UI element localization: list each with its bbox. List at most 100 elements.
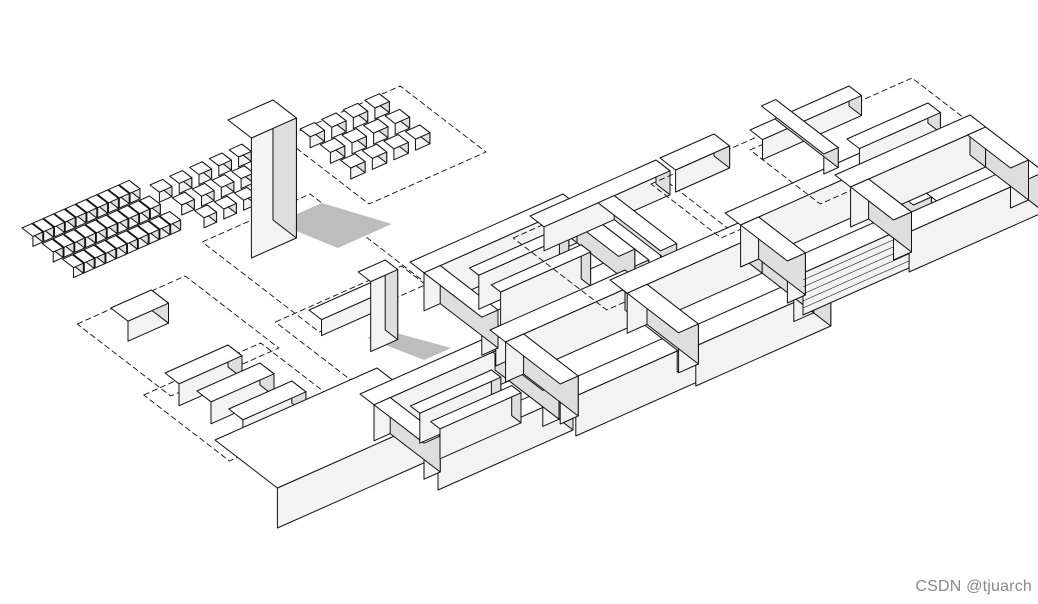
house-unit-roof (52, 233, 75, 248)
block-housing-grid-northeast (282, 85, 487, 205)
block-housing-grid-north (149, 143, 297, 229)
house-unit (384, 108, 411, 136)
house-unit (148, 215, 171, 240)
internal-bar (430, 385, 522, 460)
house-unit-roof (95, 214, 118, 229)
house-unit-roof (139, 195, 161, 210)
l-courtyard-west-wing-roof (505, 333, 579, 385)
house-unit (340, 153, 366, 180)
house-unit-roof (137, 220, 160, 235)
bar-horizontal (529, 159, 671, 252)
house-unit-roof (213, 195, 237, 210)
house-unit-roof (321, 112, 347, 128)
tower (227, 99, 297, 259)
house-unit (191, 182, 215, 207)
house-unit (75, 199, 98, 223)
house-unit (404, 124, 431, 151)
brick-courtyard-west-wing (740, 216, 806, 304)
north-small-block-roof (659, 133, 731, 171)
house-unit (43, 213, 65, 238)
house-unit-roof (341, 128, 367, 144)
courtyard-east-west-wing-roof (850, 178, 912, 221)
house-unit-roof (189, 161, 213, 176)
house-unit-roof (404, 124, 431, 140)
slab-building (164, 344, 243, 407)
tower-block (201, 99, 428, 333)
north-small-block (659, 133, 731, 193)
house-unit-roof (86, 194, 109, 209)
tower-roof (227, 99, 297, 139)
west-low-block-roof (110, 289, 169, 322)
block-housing-rows-west (21, 179, 182, 279)
house-unit-roof (169, 170, 193, 184)
house-unit (83, 244, 106, 269)
house-unit-roof (62, 254, 84, 269)
house-unit-roof (43, 213, 65, 228)
watermark: CSDN @tjuarch (915, 578, 1032, 595)
house-unit-roof (208, 152, 232, 167)
house-unit-roof (85, 219, 107, 234)
house-unit-roof (299, 122, 325, 138)
cross-bar-south (846, 102, 941, 170)
house-unit (21, 223, 44, 247)
house-unit (118, 179, 141, 204)
house-unit (63, 229, 86, 253)
house-unit-roof (63, 229, 86, 243)
house-unit (213, 195, 237, 220)
house-unit-roof (32, 218, 55, 233)
house-unit-roof (194, 204, 218, 219)
house-unit (319, 137, 346, 164)
house-unit (95, 214, 118, 239)
courtyard-east-east-wing (967, 126, 1029, 209)
house-unit-roof (75, 199, 98, 213)
courtyard-east-west-wing (850, 178, 912, 261)
bar-vertical-roof (597, 195, 678, 252)
house-unit (194, 204, 218, 229)
house-unit (169, 170, 193, 194)
west-low-block (110, 289, 169, 342)
house-unit (126, 225, 149, 250)
house-unit (62, 254, 84, 279)
house-unit (94, 239, 117, 264)
house-unit (52, 233, 75, 258)
house-unit-roof (171, 191, 195, 206)
house-unit-roof (361, 143, 388, 159)
house-unit-roof (94, 239, 117, 254)
house-unit-roof (107, 184, 130, 199)
house-unit-roof (117, 205, 140, 219)
house-unit-roof (116, 230, 138, 245)
house-unit-roof (72, 249, 95, 264)
house-unit (106, 209, 129, 234)
house-unit-roof (191, 182, 215, 197)
house-unit-roof (74, 224, 96, 239)
house-unit (211, 174, 235, 198)
house-unit (72, 249, 95, 274)
house-unit (364, 93, 390, 120)
house-unit (64, 203, 87, 228)
house-unit-roof (383, 134, 409, 150)
house-unit (97, 189, 119, 214)
house-unit-roof (364, 93, 390, 109)
courtyard-east (834, 114, 1038, 273)
house-unit-roof (21, 223, 44, 237)
slab-building-roof (228, 380, 307, 421)
house-unit-roof (363, 118, 389, 134)
house-unit-roof (53, 208, 76, 223)
block-central (274, 259, 504, 401)
courtyard-east-east-wing-roof (967, 126, 1029, 169)
house-unit-roof (384, 108, 411, 125)
house-unit-roof (41, 238, 64, 253)
plot-west (76, 275, 280, 397)
l-courtyard-west-wing (505, 333, 579, 425)
house-unit (342, 102, 369, 130)
house-unit (74, 224, 96, 249)
house-unit (32, 218, 55, 243)
house-unit-roof (118, 179, 141, 194)
house-unit (117, 205, 140, 229)
cross-bar-north-south-roof (760, 99, 839, 155)
house-unit (363, 118, 389, 145)
internal-bar-roof (409, 369, 502, 414)
house-unit (208, 152, 232, 177)
cross-bar-south-roof (846, 102, 941, 150)
